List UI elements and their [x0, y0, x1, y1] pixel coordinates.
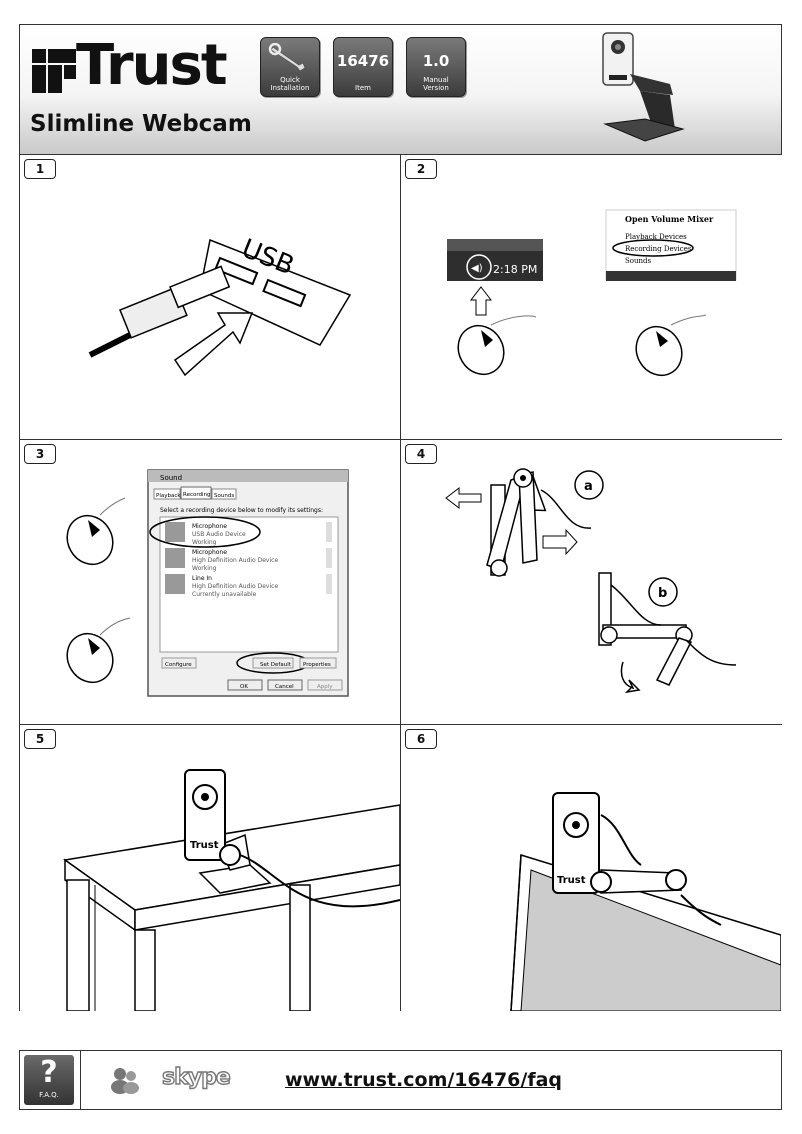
label-a: a	[584, 479, 593, 494]
faq-label: F.A.Q.	[39, 1091, 59, 1099]
device-3-status: Currently unavailable	[192, 591, 257, 598]
step-number: 1	[24, 159, 56, 179]
item-badge: 16476 Item	[333, 37, 393, 97]
step-number: 3	[24, 444, 56, 464]
device-3-name: Line In	[192, 575, 212, 582]
menu-item-sounds: Sounds	[625, 257, 652, 265]
step-5-panel: 5 Trust	[20, 725, 401, 1011]
webcam-brand-label: Trust	[557, 875, 586, 886]
webcam-brand-label: Trust	[190, 840, 219, 851]
footer-bar: ? F.A.Q. skype www.trust.com/16476/faq	[19, 1050, 782, 1110]
badge-label: Manual Version	[423, 76, 449, 92]
manual-header: Trust Quick Installation 16476 Item 1.0 …	[20, 25, 781, 155]
menu-item-playback-devices: Playback Devices	[625, 233, 687, 241]
step-2-panel: 2 2:18 PM ◀) Open Volume Mixer Playback …	[401, 155, 782, 440]
badge-label: Item	[355, 84, 371, 92]
webcam-on-monitor-illustration: Trust	[510, 792, 781, 1011]
webcam-on-desk-illustration: Trust	[63, 769, 400, 1011]
step-1-panel: 1 USB	[20, 155, 401, 440]
configure-button: Configure	[165, 662, 192, 668]
device-2-status: Working	[192, 565, 217, 572]
people-icon	[111, 1068, 139, 1094]
page-title: Slimline Webcam	[30, 111, 252, 137]
device-1-detail: USB Audio Device	[192, 531, 246, 538]
badge-label: Quick Installation	[270, 76, 310, 92]
skype-logo: skype	[161, 1064, 231, 1090]
set-default-button: Set Default	[260, 662, 292, 668]
speaker-icon: ◀)	[471, 263, 483, 274]
step-number: 4	[405, 444, 437, 464]
apply-button: Apply	[317, 684, 333, 690]
faq-url-link[interactable]: www.trust.com/16476/faq	[285, 1069, 563, 1091]
device-2-detail: High Definition Audio Device	[192, 557, 278, 564]
faq-icon: ? F.A.Q.	[24, 1055, 74, 1105]
tab-sounds: Sounds	[214, 493, 234, 499]
tab-playback: Playback	[156, 493, 181, 499]
manual-version-number: 1.0	[422, 52, 450, 70]
taskbar-clock: 2:18 PM	[493, 263, 537, 276]
step-number: 2	[405, 159, 437, 179]
volume-menu-illustration: 2:18 PM ◀) Open Volume Mixer Playback De…	[447, 209, 737, 377]
step-number: 6	[405, 729, 437, 749]
menu-item-open-volume-mixer: Open Volume Mixer	[625, 214, 714, 224]
step-number: 5	[24, 729, 56, 749]
cancel-button: Cancel	[275, 684, 294, 690]
dialog-title: Sound	[160, 474, 182, 482]
properties-button: Properties	[303, 662, 331, 668]
device-1-name: Microphone	[192, 523, 227, 530]
trust-logo-mark-icon	[32, 49, 76, 93]
item-number: 16476	[336, 52, 390, 70]
wrench-icon	[268, 43, 306, 72]
brand-name: Trust	[76, 33, 228, 98]
quick-installation-badge: Quick Installation	[260, 37, 320, 97]
label-b: b	[658, 586, 667, 601]
trust-logo: Trust	[32, 33, 242, 101]
footer-divider	[80, 1051, 81, 1109]
device-1-status: Working	[192, 539, 217, 546]
device-3-detail: High Definition Audio Device	[192, 583, 278, 590]
device-2-name: Microphone	[192, 549, 227, 556]
menu-item-recording-devices: Recording Devices	[625, 245, 692, 253]
tab-recording: Recording	[183, 492, 211, 498]
sound-dialog-illustration: Sound Playback Recording Sounds Select a…	[66, 469, 349, 697]
webcam-product-image	[602, 32, 685, 142]
step-4-panel: 4 a b	[401, 440, 782, 725]
step-6-panel: 6 Trust	[401, 725, 782, 1011]
manual-version-badge: 1.0 Manual Version	[406, 37, 466, 97]
step-3-panel: 3 Sound Playback Recording Sounds Select…	[20, 440, 401, 725]
dialog-instruction: Select a recording device below to modif…	[160, 507, 323, 514]
ok-button: OK	[240, 684, 248, 690]
clip-adjust-illustration: a b	[445, 468, 737, 694]
faq-question-mark: ?	[40, 1055, 58, 1090]
usb-plug-illustration: USB	[88, 234, 352, 377]
